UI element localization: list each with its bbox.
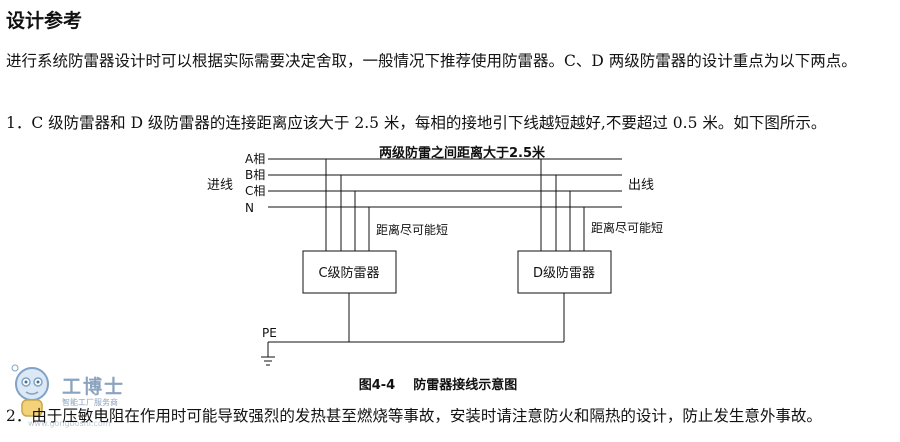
input-label: 进线 [207,178,233,193]
c-level-label: C级防雷器 [318,265,379,281]
paragraph-point-1: 1．C 级防雷器和 D 级防雷器的连接距离应该大于 2.5 米，每相的接地引下线… [6,114,827,132]
diagram-title: 两级防雷之间距离大于2.5米 [379,145,546,161]
distance-label-right: 距离尽可能短 [591,220,663,235]
c-level-leads [325,159,370,251]
d-level-label: D级防雷器 [533,265,595,281]
bus-lines [268,158,622,208]
watermark-mascot-icon [11,364,49,417]
phase-label-a: A相 [245,152,265,166]
phase-label-n: N [245,201,254,215]
paragraph-point-2: 2．由于压敏电阻在作用时可能导致强烈的发热甚至燃烧等事故，安装时请注意防火和隔热… [6,407,822,425]
pe-label: PE [262,326,277,340]
output-label: 出线 [628,178,654,193]
phase-label-c: C相 [245,184,265,198]
section-heading: 设计参考 [6,10,83,32]
ground-leads [261,293,565,366]
watermark-url: www.gongboshi.com [28,419,111,428]
d-level-leads [540,159,585,251]
paragraph-intro: 进行系统防雷器设计时可以根据实际需要决定舍取，一般情况下推荐使用防雷器。C、D … [6,52,857,70]
watermark-subtitle: 智能工厂服务商 [62,398,118,407]
phase-label-b: B相 [245,168,265,182]
d-level-box [517,250,612,294]
distance-label-left: 距离尽可能短 [376,222,448,237]
figure-caption: 图4-4 防雷器接线示意图 [359,377,518,393]
watermark-brand: 工博士 [62,376,126,398]
